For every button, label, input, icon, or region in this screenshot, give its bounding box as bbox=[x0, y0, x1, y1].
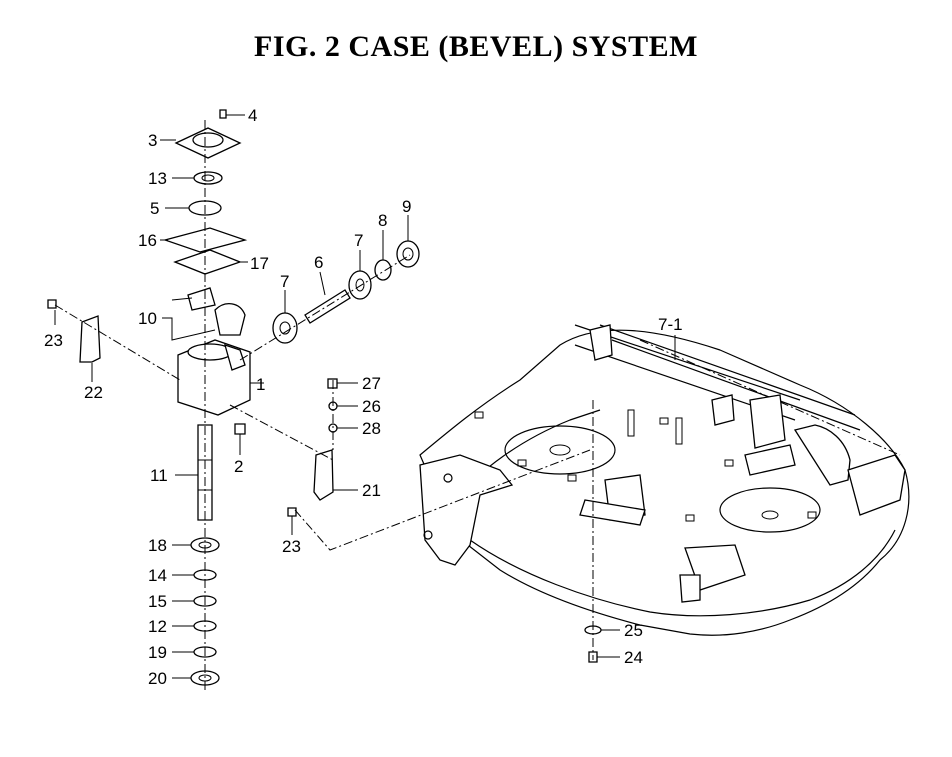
label-5: 5 bbox=[150, 199, 159, 218]
label-8: 8 bbox=[378, 211, 387, 230]
label-2: 2 bbox=[234, 457, 243, 476]
label-7-upper: 7 bbox=[354, 231, 363, 250]
label-7-1: 7-1 bbox=[658, 315, 683, 334]
label-14: 14 bbox=[148, 566, 167, 585]
label-28: 28 bbox=[362, 419, 381, 438]
label-26: 26 bbox=[362, 397, 381, 416]
label-3: 3 bbox=[148, 131, 157, 150]
label-25: 25 bbox=[624, 621, 643, 640]
label-22: 22 bbox=[84, 383, 103, 402]
gearbox-assembly bbox=[47, 109, 602, 690]
label-23-lower: 23 bbox=[282, 537, 301, 556]
label-20: 20 bbox=[148, 669, 167, 688]
label-10: 10 bbox=[138, 309, 157, 328]
label-6: 6 bbox=[314, 253, 323, 272]
label-15: 15 bbox=[148, 592, 167, 611]
leader-lines bbox=[54, 114, 676, 679]
label-7-lower: 7 bbox=[280, 272, 289, 291]
label-27: 27 bbox=[362, 374, 381, 393]
label-17: 17 bbox=[250, 254, 269, 273]
label-4: 4 bbox=[248, 106, 257, 125]
mower-deck bbox=[419, 324, 910, 636]
label-21: 21 bbox=[362, 481, 381, 500]
label-9: 9 bbox=[402, 197, 411, 216]
label-1: 1 bbox=[256, 375, 265, 394]
label-11: 11 bbox=[150, 466, 168, 485]
label-13: 13 bbox=[148, 169, 167, 188]
label-16: 16 bbox=[138, 231, 157, 250]
label-19: 19 bbox=[148, 643, 167, 662]
label-12: 12 bbox=[148, 617, 167, 636]
label-23-left: 23 bbox=[44, 331, 63, 350]
label-18: 18 bbox=[148, 536, 167, 555]
figure-title: FIG. 2 CASE (BEVEL) SYSTEM bbox=[254, 30, 698, 63]
part-labels: 4 3 13 5 16 17 6 7 8 9 7 10 23 22 1 2 11… bbox=[44, 106, 683, 688]
label-24: 24 bbox=[624, 648, 643, 667]
